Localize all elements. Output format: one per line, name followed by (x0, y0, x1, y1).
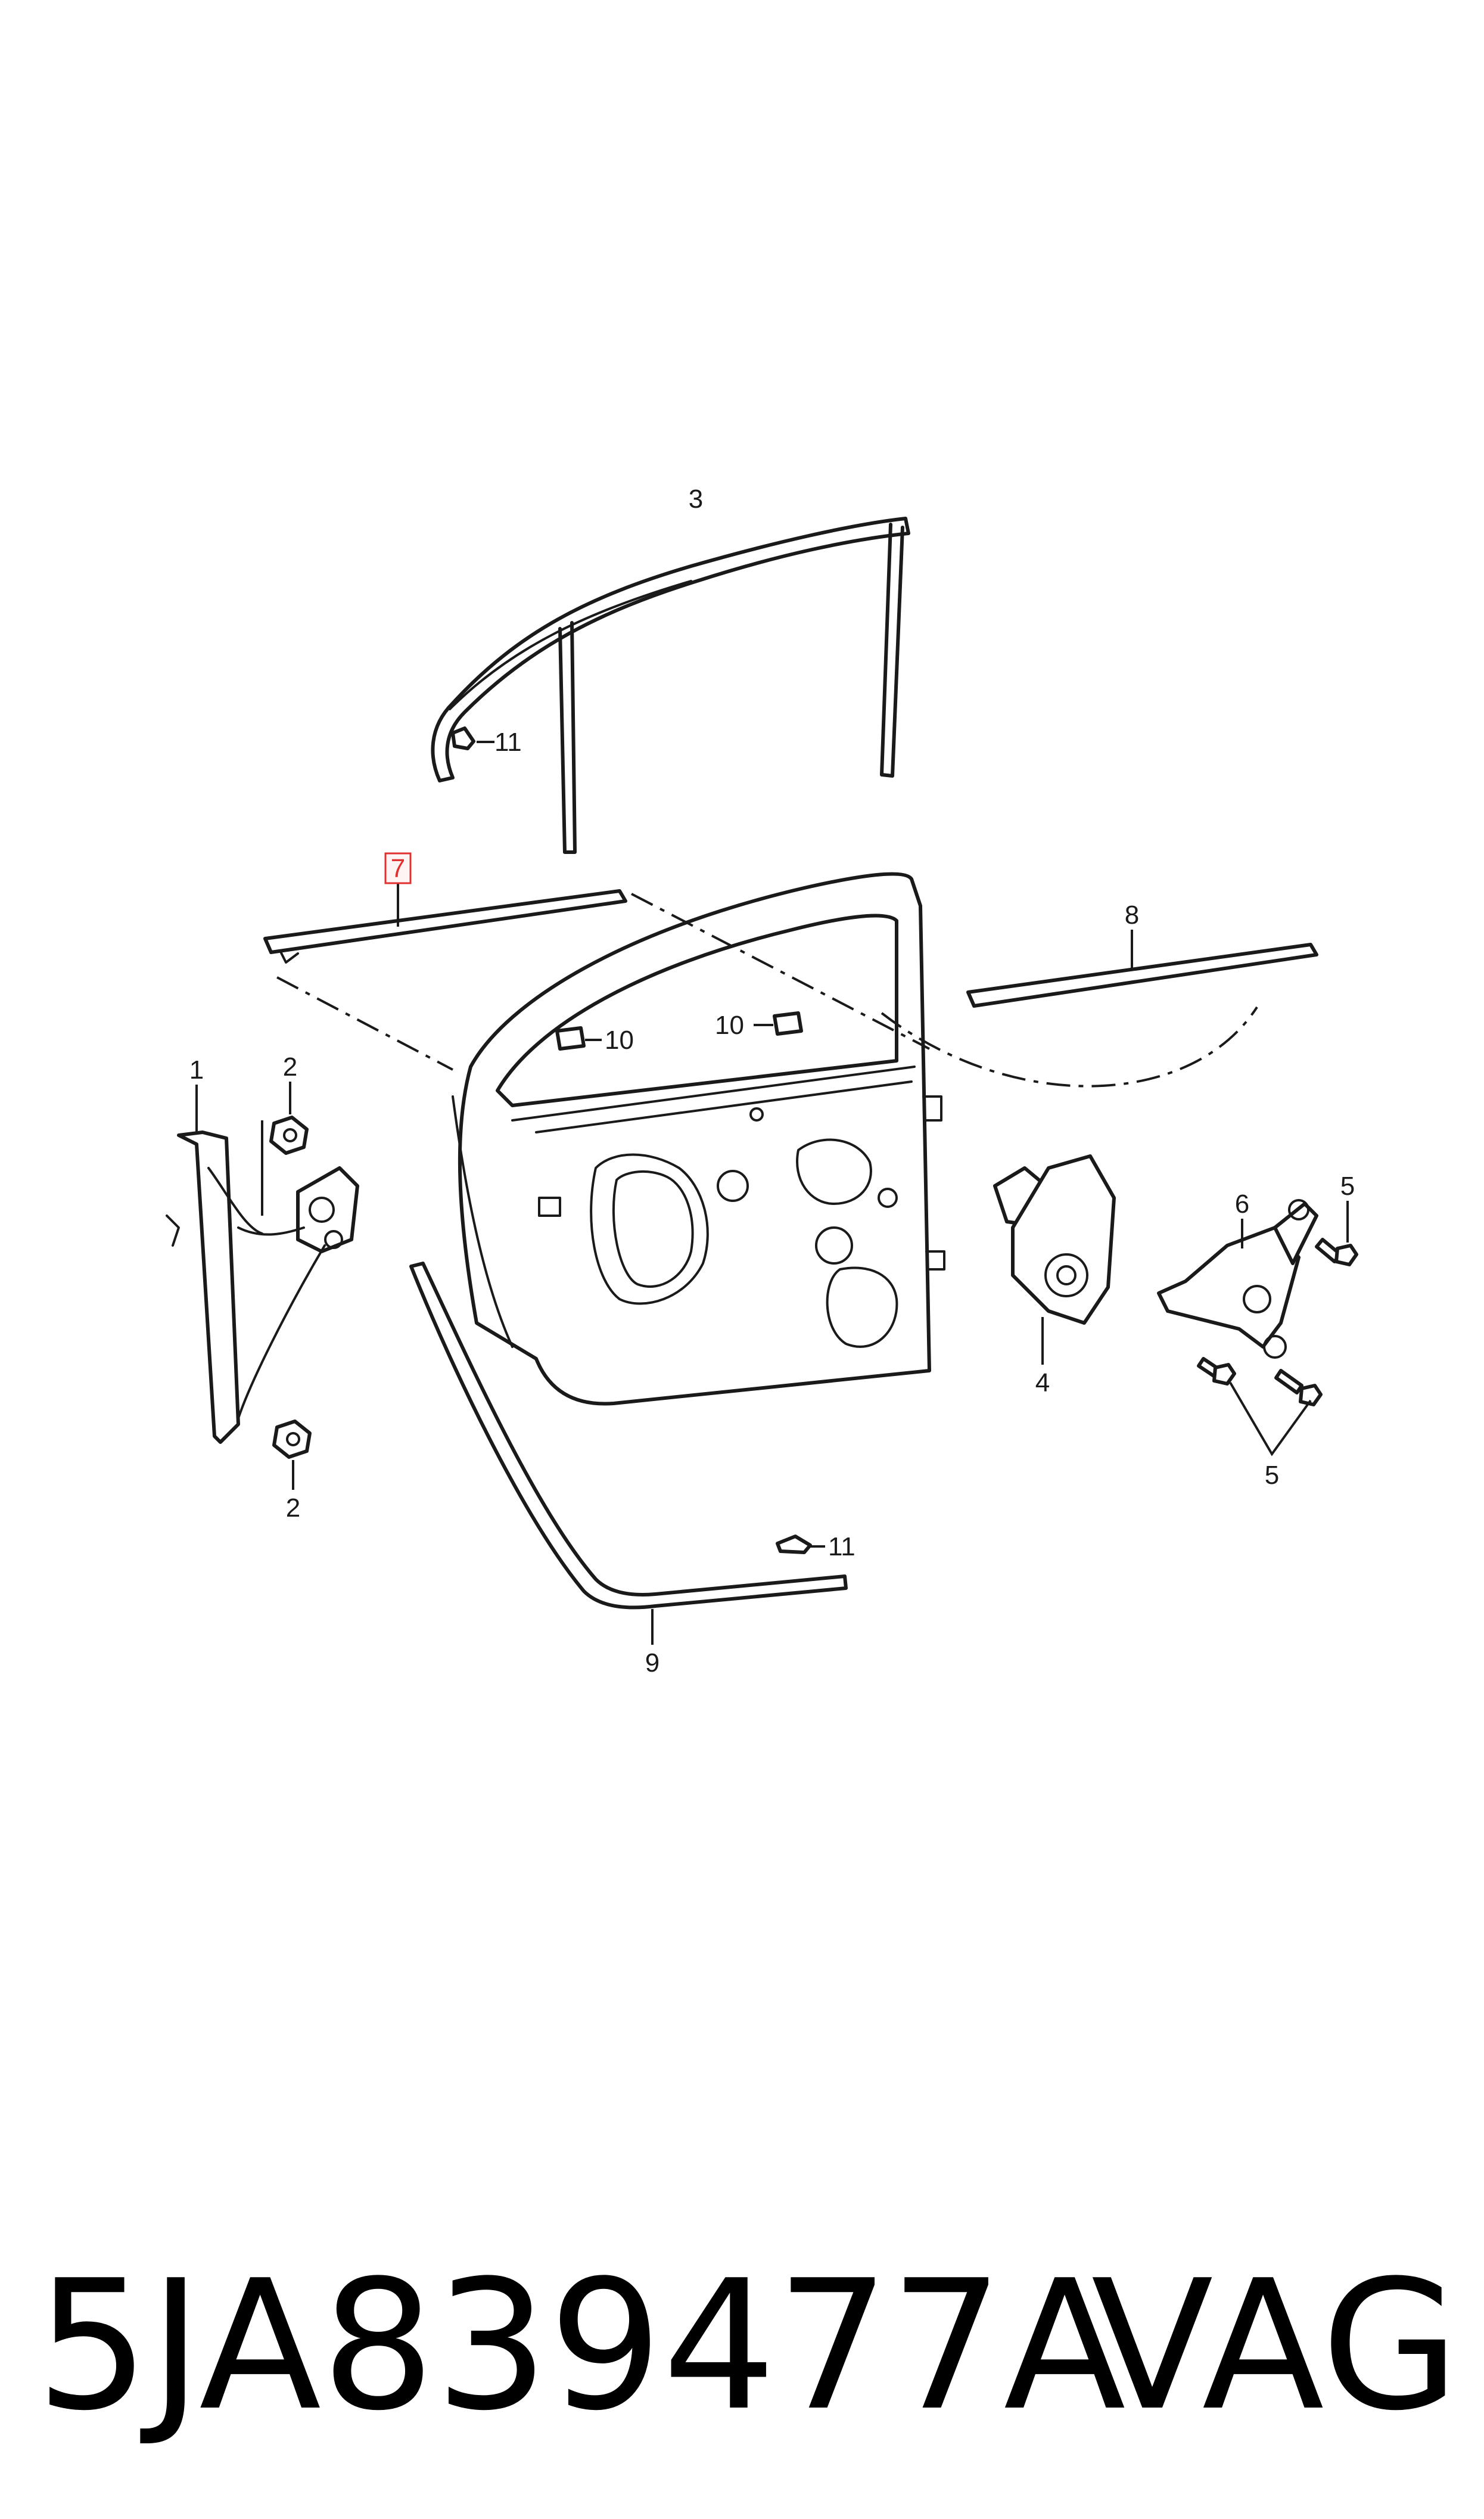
window-frame-seal-part-3 (431, 517, 910, 854)
callout-8: 8 (1125, 900, 1139, 930)
window-motor-part-4 (993, 1154, 1116, 1365)
callout-9: 9 (645, 1648, 659, 1678)
callout-2-lower: 2 (286, 1493, 300, 1523)
outer-belt-strip-part-8 (966, 930, 1318, 1008)
screw-part-5-right (1274, 1369, 1323, 1406)
callout-5-lower: 5 (1265, 1461, 1279, 1490)
callout-10-left: 10 (605, 1026, 634, 1055)
callout-3: 3 (689, 484, 703, 514)
part-number: 5JA839477A (36, 2242, 1127, 2450)
clip-part-10-right (754, 1011, 803, 1036)
lower-seal-part-9 (409, 1262, 848, 1645)
door-shell (452, 872, 945, 1406)
clip-part-11-lower (776, 1535, 825, 1554)
callout-7-highlight-box (384, 852, 412, 884)
assembly-guide-lines (276, 893, 1258, 1088)
nut-part-2-lower (272, 1420, 312, 1490)
callout-5-leader (1229, 1381, 1312, 1456)
callout-7: 7 (391, 854, 405, 883)
window-regulator-part-1 (166, 1085, 359, 1444)
clip-part-10-left (555, 1026, 602, 1051)
screw-part-5-left (1197, 1357, 1236, 1386)
callout-11-upper: 11 (494, 728, 522, 757)
callout-11-lower: 11 (828, 1532, 855, 1561)
inner-belt-strip-part-7 (263, 883, 627, 964)
clip-part-11-upper (451, 726, 494, 750)
callout-4: 4 (1035, 1368, 1050, 1397)
screw-part-5-upper (1315, 1201, 1358, 1266)
nut-part-2-upper (261, 1082, 309, 1216)
callout-1: 1 (189, 1055, 204, 1085)
callout-2-upper: 2 (283, 1052, 297, 1082)
callout-10-right: 10 (715, 1011, 744, 1040)
callout-5-upper: 5 (1340, 1172, 1355, 1201)
brand-label: VAG (1091, 2242, 1460, 2450)
callout-6: 6 (1235, 1189, 1249, 1219)
motor-bracket-part-6 (1157, 1199, 1318, 1359)
